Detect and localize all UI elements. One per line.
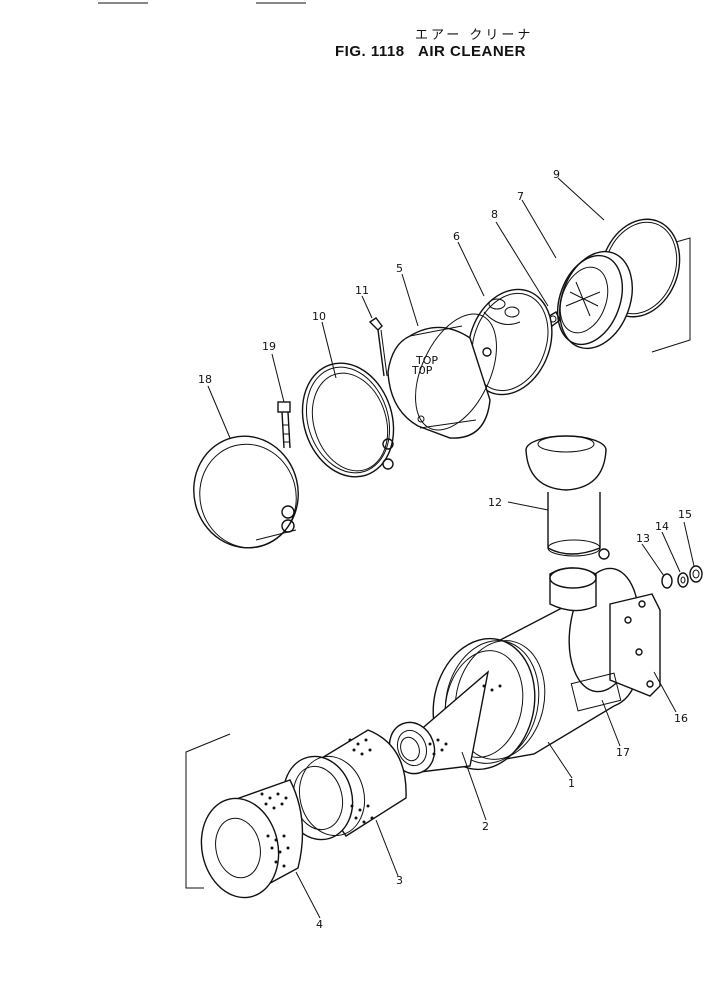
label-1: 1	[568, 777, 575, 790]
label-8: 8	[491, 208, 498, 221]
part-6-baffle-plate	[467, 288, 553, 396]
label-11: 11	[355, 284, 369, 297]
label-10: 10	[312, 310, 326, 323]
label-5: 5	[396, 262, 403, 275]
label-15: 15	[678, 508, 692, 521]
leader-lines	[207, 177, 695, 919]
part-13-washer	[661, 573, 673, 589]
part-14-washer	[677, 572, 689, 588]
label-12: 12	[488, 496, 502, 509]
figure-title: FIG. 1118 AIR CLEANER	[335, 43, 526, 60]
part-5-cover: TOP T0P	[387, 313, 497, 439]
part-19-bolt	[277, 401, 291, 449]
label-7: 7	[517, 190, 524, 203]
part-15-nut	[689, 565, 703, 583]
figure-name: AIR CLEANER	[418, 43, 527, 60]
part-18-band	[193, 435, 299, 549]
label-3: 3	[396, 874, 403, 887]
perforation-dots	[260, 684, 502, 868]
figure-number: FIG. 1118	[335, 43, 405, 60]
cover-text-line1: TOP	[415, 354, 438, 367]
frame-bracket-left	[185, 733, 231, 889]
part-12-intake-cap	[525, 435, 610, 560]
title-japanese: エアー クリーナ	[415, 28, 534, 43]
label-9: 9	[553, 168, 560, 181]
cover-text-line2: T0P	[411, 364, 433, 377]
part-3-outer-element	[282, 729, 407, 841]
part-7-end-cap	[557, 250, 633, 350]
label-14: 14	[655, 520, 669, 533]
part-2-inner-element	[388, 670, 490, 775]
label-2: 2	[482, 820, 489, 833]
label-6: 6	[453, 230, 460, 243]
label-13: 13	[636, 532, 650, 545]
label-16: 16	[674, 712, 688, 725]
label-19: 19	[262, 340, 276, 353]
part-11-latch	[368, 317, 388, 377]
label-18: 18	[198, 373, 212, 386]
label-17: 17	[616, 746, 630, 759]
frame-bracket-right	[651, 237, 691, 353]
part-10-band-clamp	[301, 362, 395, 478]
label-4: 4	[316, 918, 323, 931]
